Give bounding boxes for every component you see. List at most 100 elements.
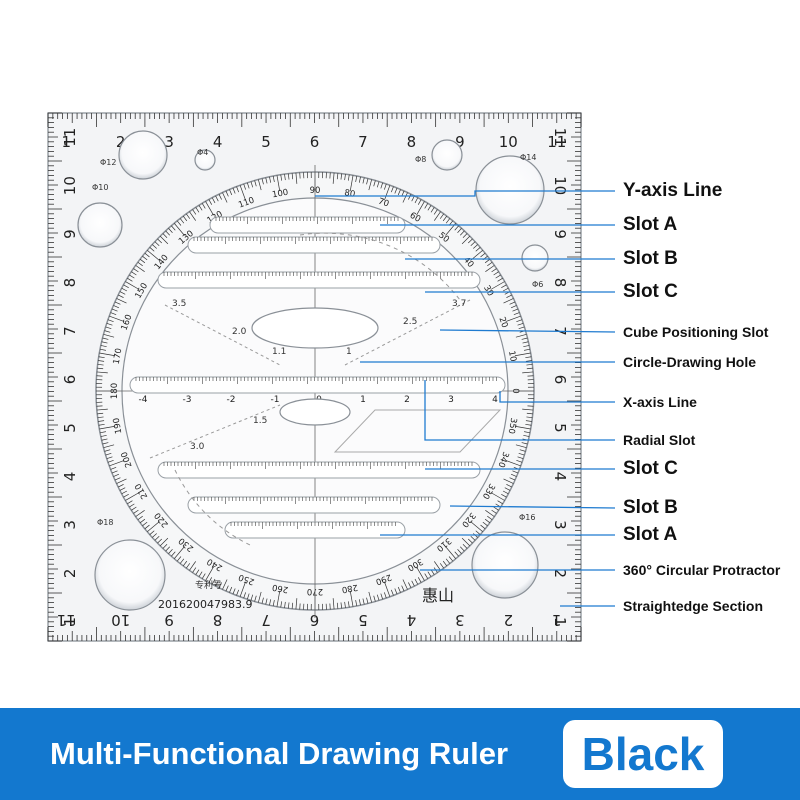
circle-drawing-hole — [475, 155, 545, 225]
top-edge-number: 4 — [213, 133, 223, 151]
arc-label: 3.0 — [190, 442, 205, 452]
slot-groove — [129, 376, 506, 394]
protractor-number: 70 — [377, 197, 391, 210]
radial-slot-marks — [149, 232, 471, 546]
hole-size-label: Φ4 — [197, 148, 208, 157]
slot-groove — [209, 216, 406, 234]
cube-positioning-slot-label: Cube Positioning Slot — [623, 324, 769, 340]
top-edge-number: 10 — [499, 133, 518, 151]
cube-outline — [333, 409, 502, 453]
top-edge-number: 7 — [358, 133, 368, 151]
slot-c-top-label: Slot C — [623, 281, 678, 302]
circular-protractor-label: 360° Circular Protractor — [623, 562, 781, 578]
right-edge-number: 8 — [551, 278, 569, 288]
slot-b-top-label: Slot B — [623, 248, 678, 269]
left-edge-number: 6 — [61, 375, 79, 385]
left-edge-number: 3 — [61, 520, 79, 530]
center-ellipse — [279, 398, 351, 426]
arc-label-group: 3.5 3.7 2.0 2.5 1.1 1 1.5 3.0 — [172, 299, 466, 452]
circle-drawing-hole — [471, 531, 539, 599]
left-edge-number: 4 — [61, 472, 79, 482]
banner-title: Multi-Functional Drawing Ruler — [50, 736, 509, 771]
hole-size-label: Φ6 — [532, 280, 543, 289]
protractor-number: 170 — [112, 347, 125, 365]
left-edge-number: 8 — [61, 278, 79, 288]
protractor-number: 260 — [271, 582, 289, 595]
left-edge-number: 7 — [61, 326, 79, 336]
arc-label: 2.0 — [232, 327, 247, 337]
left-edge-number: 5 — [61, 423, 79, 433]
x-axis-number: -4 — [139, 395, 148, 405]
slot-b-bottom-label: Slot B — [623, 497, 678, 518]
circle-drawing-hole — [521, 244, 549, 272]
right-edge-number: 11 — [551, 128, 569, 147]
left-edge-number: 2 — [61, 569, 79, 579]
slot-a-bottom-label: Slot A — [623, 524, 678, 545]
protractor-number: 30 — [481, 284, 495, 298]
left-edge-number: 1 — [61, 617, 79, 627]
bottom-edge-number: 5 — [358, 611, 368, 629]
bottom-edge-number: 8 — [213, 611, 223, 629]
bottom-edge-number: 2 — [504, 611, 514, 629]
circle-drawing-hole-label: Circle-Drawing Hole — [623, 354, 757, 370]
arc-label: 2.5 — [403, 317, 417, 327]
bottom-edge-number: 3 — [455, 611, 465, 629]
callout-line — [439, 329, 616, 333]
circle-drawing-hole — [94, 539, 166, 611]
right-edge-number: 5 — [551, 423, 569, 433]
top-edge-number: 6 — [310, 133, 320, 151]
hole-size-label: Φ8 — [415, 155, 426, 164]
radial-slot-label: Radial Slot — [623, 432, 696, 448]
patent-label: 专利号 — [195, 579, 222, 591]
protractor-number: 280 — [341, 582, 359, 595]
x-axis-number: 3 — [448, 395, 454, 405]
circle-drawing-hole — [194, 149, 216, 171]
callout-line — [315, 190, 615, 197]
hole-size-label: Φ14 — [520, 153, 536, 162]
y-axis-line-label: Y-axis Line — [623, 180, 723, 201]
top-edge-number: 3 — [164, 133, 174, 151]
top-edge-number: 1 — [61, 133, 71, 151]
arc-label: 3.5 — [172, 299, 186, 309]
protractor-number: 60 — [408, 211, 422, 225]
circle-drawing-hole — [431, 139, 463, 171]
arc-label: 1.5 — [253, 416, 267, 426]
slot-a-top-label: Slot A — [623, 214, 678, 235]
color-variant-label: Black — [581, 728, 705, 780]
x-axis-number: 1 — [360, 395, 366, 405]
protractor-number: 190 — [112, 417, 125, 435]
right-edge-number: 4 — [551, 472, 569, 482]
x-axis-number: -2 — [227, 395, 236, 405]
slot-groove — [187, 496, 441, 514]
protractor-number: 20 — [496, 316, 509, 330]
bottom-edge-number: 7 — [261, 611, 271, 629]
right-edge-number: 1 — [551, 617, 569, 627]
x-axis-line-label: X-axis Line — [623, 394, 697, 410]
top-edge-number: 5 — [261, 133, 271, 151]
top-edge-number: 8 — [407, 133, 417, 151]
callout-line — [449, 505, 616, 509]
hole-size-label: Φ12 — [100, 158, 116, 167]
bottom-edge-number: 10 — [111, 611, 130, 629]
x-axis-number: 2 — [404, 395, 410, 405]
left-edge-number: 9 — [61, 229, 79, 239]
slots: -4-3-2-101234 — [129, 216, 506, 539]
straightedge-section-label: Straightedge Section — [623, 598, 764, 614]
bottom-edge-number: 6 — [310, 611, 320, 629]
arc-label: 1 — [346, 347, 352, 357]
hole-size-label: Φ16 — [519, 513, 535, 522]
x-axis-number: 4 — [492, 395, 498, 405]
callout-line — [424, 380, 615, 441]
right-edge-number: 10 — [551, 176, 569, 195]
product-banner: Multi-Functional Drawing Ruler Black — [0, 708, 800, 800]
arc-label: 3.7 — [452, 299, 466, 309]
arc-label: 1.1 — [272, 347, 286, 357]
hole-size-label: Φ10 — [92, 183, 108, 192]
protractor-number: 100 — [271, 188, 289, 201]
protractor-number: 80 — [344, 188, 356, 200]
bottom-edge-number: 4 — [407, 611, 417, 629]
slot-groove — [157, 461, 481, 479]
top-edge-number: 9 — [455, 133, 465, 151]
